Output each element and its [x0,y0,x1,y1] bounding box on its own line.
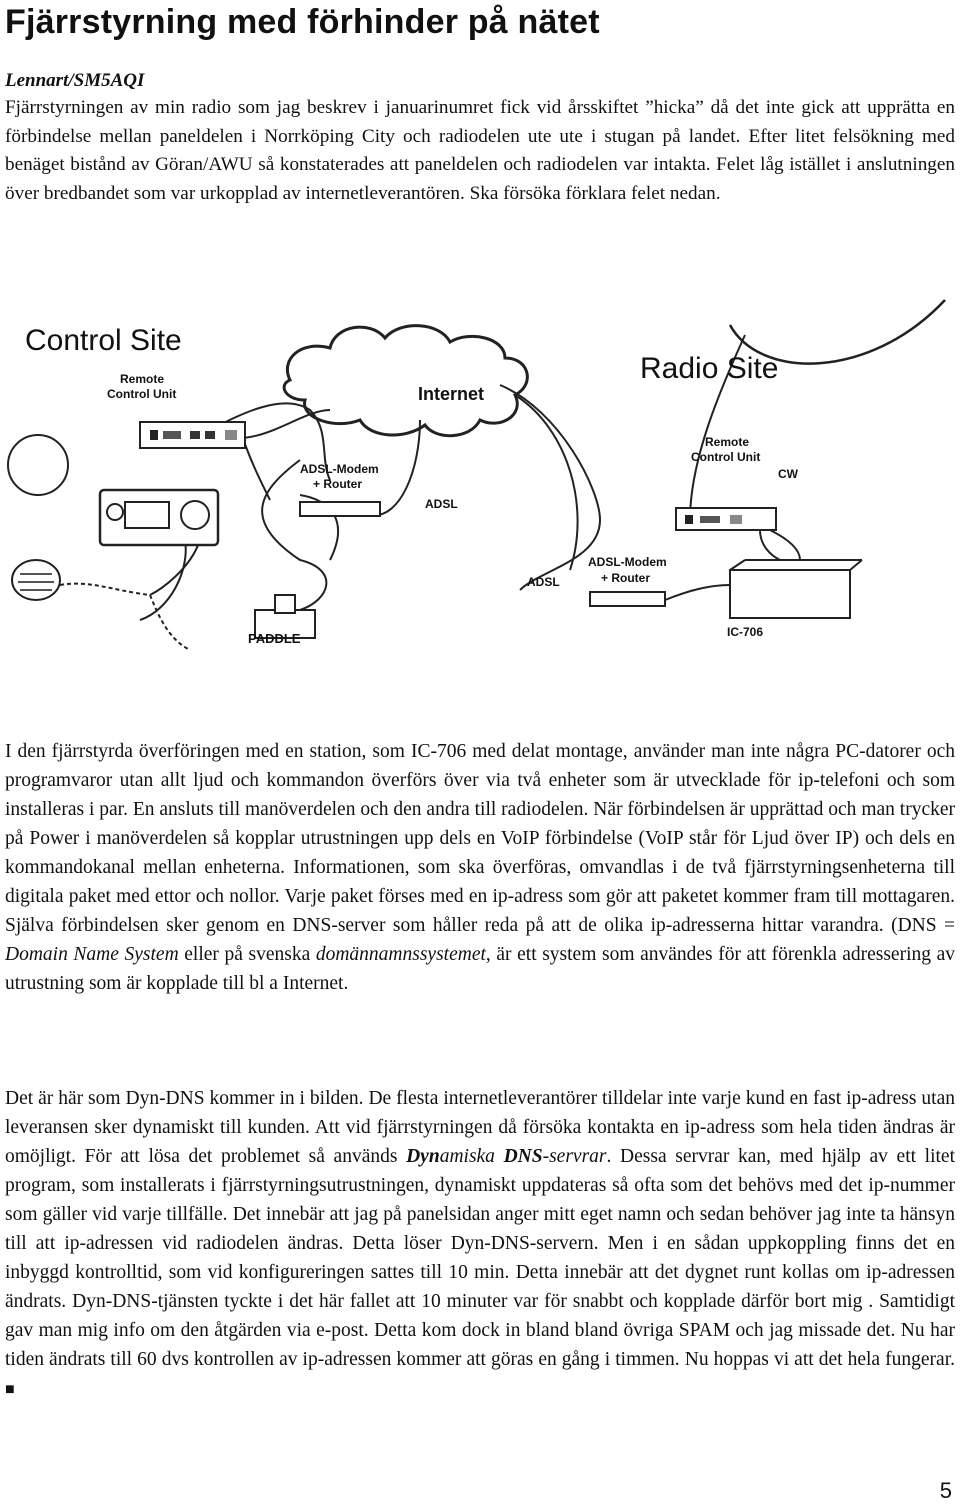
dns-term-bold: DNS [503,1146,543,1167]
paddle-label: PADDLE [248,631,301,646]
dns-term-italic: Domain Name System [5,944,179,965]
remote-unit-label-right-1: Remote [705,435,749,449]
adsl-modem-label-right-2: + Router [601,571,650,585]
radio-model-label: IC-706 [727,625,763,639]
adsl-modem-right [589,591,666,607]
body-paragraph-2: I den fjärrstyrda överföringen med en st… [5,741,955,994]
microphone-icon [11,559,61,601]
internet-label: Internet [418,384,484,404]
adsl-modem-label-left-1: ADSL-Modem [300,462,379,476]
swedish-term-italic: domännamnssystemet [315,944,486,965]
radio-site-label: Radio Site [640,352,778,385]
antenna-dish [728,299,946,365]
body-paragraph-3: Det är här som Dyn-DNS kommer in i bilde… [5,1088,956,1398]
control-site-label: Control Site [25,324,182,357]
network-diagram: Control Site Remote Control Unit PADDLE … [7,299,946,651]
adsl-modem-label-right-1: ADSL-Modem [588,555,667,569]
remote-unit-label-left-1: Remote [120,372,164,386]
internet-cloud-shape [282,324,529,438]
page-number: 5 [939,1478,952,1503]
dyn-term-bold: Dyn [406,1146,440,1167]
cw-label: CW [778,467,799,481]
end-of-article-mark: ■ [5,1381,15,1398]
remote-unit-label-left-2: Control Unit [107,387,176,401]
remote-unit-label-right-2: Control Unit [691,450,760,464]
paddle-device [254,609,316,639]
adsl-modem-label-left-2: + Router [313,477,362,491]
remote-control-unit-right [675,507,777,531]
adsl-modem-left [299,501,381,517]
adsl-label-right: ADSL [527,575,560,589]
radio-body-box [729,569,851,619]
intro-paragraph: Fjärrstyrningen av min radio som jag bes… [5,97,955,204]
speaker-icon [7,434,69,496]
page-title: Fjärrstyrning med förhinder på nätet [5,3,600,41]
author-byline: Lennart/SM5AQI [5,70,145,91]
adsl-label-left: ADSL [425,497,458,511]
